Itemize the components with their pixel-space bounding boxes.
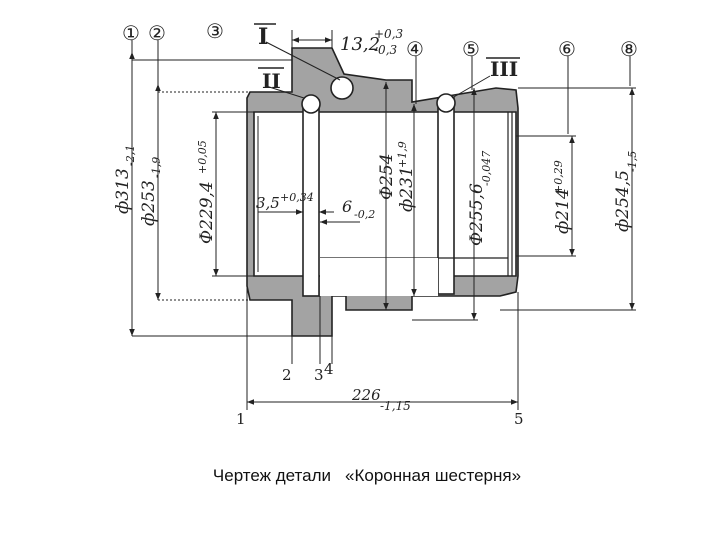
- dim-d254-5: ф254,5: [613, 170, 633, 232]
- surface-label-4: ④: [406, 37, 424, 61]
- surface-label-6: ⑥: [558, 37, 576, 61]
- dim-226-tol: -1,15: [380, 399, 411, 413]
- dim-d253-tol: -1,9: [150, 157, 163, 178]
- face-number-5: 5: [514, 410, 524, 428]
- horizontal-dims: 13,2 +0,3 -0,3 3,5 +0,34 6 -0,2 226 -1,1…: [256, 27, 411, 413]
- dim-226: 226: [351, 386, 381, 404]
- dimension-lines: [129, 30, 636, 410]
- dim-d229-4: Ф229,4: [197, 181, 217, 244]
- surface-label-3: ③: [206, 19, 224, 43]
- dim-13-2-tol-low: -0,3: [374, 43, 398, 57]
- surface-labels: ① ② ③ ④ ⑤ ⑥ ⑧: [122, 19, 638, 61]
- figure-caption: Чертеж детали «Коронная шестерня»: [0, 466, 720, 486]
- dim-d214: ф214: [553, 188, 573, 234]
- face-number-3: 3: [314, 366, 324, 384]
- dim-6: 6: [342, 197, 352, 216]
- dim-d229-4-tol: +0,05: [196, 140, 209, 174]
- dim-d254: Ф254: [377, 153, 397, 200]
- dim-d214-tol: +0,29: [552, 160, 565, 194]
- section-mark-III: III: [490, 57, 518, 81]
- dim-6-tol: -0,2: [354, 208, 375, 221]
- vertical-dims: ф313 -2,1 ф253 -1,9 Ф229,4 +0,05 Ф254 ф2…: [113, 140, 639, 246]
- dim-3-5: 3,5: [256, 194, 280, 212]
- dim-d255-6-tol: -0,047: [480, 151, 493, 186]
- dim-d255-6: Ф255,6: [467, 183, 487, 246]
- groove-right-top: [436, 93, 456, 113]
- face-number-1: 1: [236, 410, 246, 428]
- face-number-4: 4: [324, 360, 334, 378]
- dim-d231: ф231: [397, 166, 417, 212]
- section-mark-I: I: [258, 24, 268, 50]
- face-number-2: 2: [282, 366, 292, 384]
- surface-label-1: ①: [122, 21, 140, 45]
- dim-d253: ф253: [139, 180, 159, 226]
- gear-drawing: ① ② ③ ④ ⑤ ⑥ ⑧ I II III 13,2 +0,3 -0,3 3,…: [113, 19, 639, 428]
- dim-d254-5-tol: -1,5: [626, 151, 639, 172]
- caption-text: Чертеж детали: [212, 466, 332, 485]
- dim-13-2: 13,2: [340, 34, 380, 55]
- surface-label-8: ⑧: [620, 37, 638, 61]
- groove-left-top: [301, 94, 321, 114]
- surface-label-5: ⑤: [462, 37, 480, 61]
- hole-I: [330, 76, 354, 100]
- dim-d313-tol: -2,1: [124, 145, 137, 166]
- dim-13-2-tol-up: +0,3: [374, 27, 404, 41]
- step-white: [320, 258, 438, 296]
- section-marks: I II III: [254, 23, 520, 93]
- dim-d313: ф313: [113, 168, 133, 214]
- dim-3-5-tol: +0,34: [280, 191, 314, 204]
- section-mark-II: II: [262, 69, 281, 93]
- surface-label-2: ②: [148, 21, 166, 45]
- dim-d231-tol: +1,9: [396, 141, 409, 168]
- caption-title: «Коронная шестерня»: [345, 466, 522, 485]
- part-body: [246, 47, 519, 337]
- groove-right: [437, 97, 455, 295]
- face-numbers: 1 2 3 4 5: [236, 360, 524, 428]
